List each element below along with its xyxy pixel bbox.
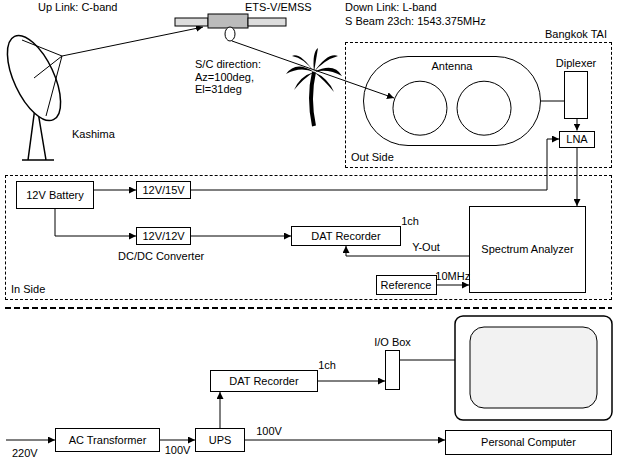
monitor-screen bbox=[470, 327, 597, 408]
node-label: 12V/15V bbox=[142, 184, 184, 197]
reference-box: Reference bbox=[376, 275, 437, 295]
uplink-beam bbox=[62, 27, 203, 56]
section-separator bbox=[5, 307, 612, 309]
recorder-box: DAT Recorder1ch bbox=[291, 226, 401, 246]
node-label: Antenna bbox=[432, 60, 473, 73]
signal-connector bbox=[245, 440, 445, 441]
palm-frond bbox=[286, 66, 314, 74]
solar-panel bbox=[175, 18, 208, 26]
connector-label: Y-Out bbox=[412, 241, 440, 254]
lna-box: LNA bbox=[559, 131, 595, 148]
palm-frond bbox=[294, 72, 314, 90]
signal-connector bbox=[577, 148, 578, 207]
connector-label: 100V bbox=[256, 425, 282, 438]
transformer-box: AC Transformer bbox=[55, 428, 160, 452]
signal-connector bbox=[541, 101, 564, 102]
satellite-label: ETS-V/EMSS bbox=[245, 1, 312, 14]
signal-connector bbox=[437, 285, 470, 286]
satellite bbox=[175, 14, 286, 41]
station-label: Kashima bbox=[72, 128, 115, 141]
node-label: 12V Battery bbox=[26, 189, 83, 202]
node-label: DAT Recorder bbox=[311, 230, 380, 243]
signal-connector bbox=[55, 209, 136, 236]
node-label: UPS bbox=[209, 434, 232, 447]
monitor bbox=[455, 316, 612, 420]
link-label: Up Link: C-band bbox=[38, 1, 118, 14]
io-monitor-wire bbox=[400, 360, 455, 361]
palm-frond bbox=[292, 55, 314, 72]
computer-box: Personal Computer bbox=[445, 430, 612, 455]
signal-connector bbox=[220, 392, 221, 428]
node-label: Reference bbox=[381, 279, 432, 292]
io-box: I/O Box bbox=[385, 350, 400, 390]
kashima-dish bbox=[0, 28, 72, 160]
signal-connector bbox=[318, 381, 385, 382]
voltage-label: 220V bbox=[12, 447, 38, 460]
converter-box: 12V/12V bbox=[136, 227, 191, 245]
signal-connector bbox=[191, 236, 291, 237]
group-label: DC/DC Converter bbox=[118, 250, 204, 263]
monitor-housing bbox=[455, 316, 612, 420]
antenna-dish bbox=[393, 81, 447, 135]
solar-panel bbox=[248, 18, 286, 26]
battery-box: 12V Battery bbox=[16, 181, 94, 209]
analyzer-box: Spectrum Analyzer bbox=[469, 206, 586, 293]
converter-box: 12V/15V bbox=[136, 181, 191, 199]
site-region: Bangkok TAIOut SideAntennaDiplexerLNA bbox=[345, 42, 612, 168]
antenna-dish bbox=[457, 81, 511, 135]
node-label: Personal Computer bbox=[481, 436, 576, 449]
signal-connector bbox=[191, 139, 559, 190]
satellite-body bbox=[208, 14, 248, 28]
direction-note: S/C direction: Az=100deg, El=31deg bbox=[195, 58, 283, 96]
ups-box: UPS bbox=[195, 428, 245, 452]
signal-connector bbox=[577, 119, 578, 131]
connector-label: 100V bbox=[165, 444, 191, 457]
node-label: LNA bbox=[566, 133, 587, 146]
beam-label: S Beam 23ch: 1543.375MHz bbox=[345, 15, 486, 28]
node-label: 12V/12V bbox=[142, 230, 184, 243]
node-label: AC Transformer bbox=[69, 434, 147, 447]
diplexer-box: Diplexer bbox=[564, 71, 588, 119]
node-label: DAT Recorder bbox=[229, 375, 298, 388]
node-sublabel: 1ch bbox=[318, 359, 336, 372]
palm-frond bbox=[314, 48, 319, 72]
palm-tree bbox=[286, 48, 342, 126]
indoor-region: In Side 12V Battery 12V/15V 12V/12V DAT Reco… bbox=[5, 175, 612, 300]
palm-frond bbox=[314, 72, 334, 92]
recorder-box: DAT Recorder1ch bbox=[210, 370, 318, 392]
node-label: Diplexer bbox=[556, 57, 596, 70]
dish-reflector bbox=[0, 28, 72, 128]
antenna-unit: Antenna bbox=[363, 56, 541, 146]
node-label: Spectrum Analyzer bbox=[481, 243, 573, 256]
signal-connector bbox=[160, 440, 195, 441]
signal-connector bbox=[346, 246, 469, 256]
mains-input-wire bbox=[6, 440, 55, 441]
signal-connector bbox=[94, 190, 136, 191]
connector-label: 10MHz bbox=[435, 270, 470, 283]
node-sublabel: 1ch bbox=[401, 215, 419, 228]
node-label: I/O Box bbox=[374, 336, 411, 349]
link-label: Down Link: L-band bbox=[345, 1, 437, 14]
node-label: In Side bbox=[11, 283, 45, 296]
node-label: Bangkok TAI bbox=[545, 28, 607, 41]
dish-feed-struts bbox=[22, 40, 62, 116]
node-sublabel: Out Side bbox=[351, 151, 394, 164]
satellite-antenna bbox=[225, 27, 235, 41]
palm-trunk bbox=[311, 72, 314, 126]
